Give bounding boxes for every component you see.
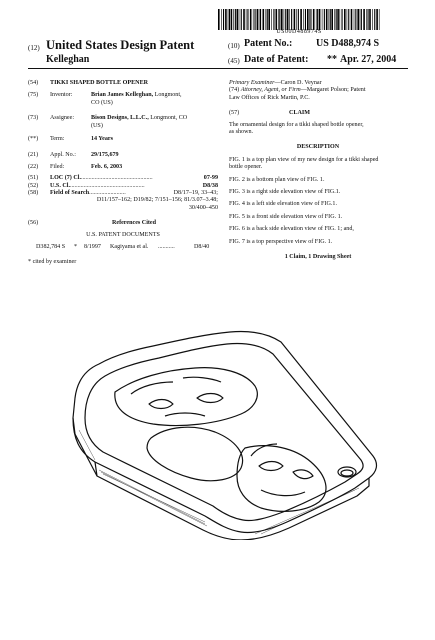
field-58-line2: D11/157–162; D19/82; 7/151–156; 81/3.07–… xyxy=(96,197,218,204)
cited-by-examiner: * cited by examiner xyxy=(28,258,77,265)
claim-heading-row: (57) CLAIM xyxy=(229,110,310,117)
figure-description: FIG. 7 is a top perspective view of FIG.… xyxy=(229,238,333,245)
field-22: (22) Filed: Feb. 6, 2003 xyxy=(28,163,123,170)
us-patent-documents: U.S. PATENT DOCUMENTS xyxy=(86,231,160,238)
attorney-line2: Law Offices of Rick Martin, P.C. xyxy=(229,94,310,101)
left-column: (54)TIKKI SHAPED BOTTLE OPENER (75) Inve… xyxy=(28,80,218,266)
figure-description: FIG. 4 is a left side elevation view of … xyxy=(229,201,337,208)
figure-description: FIG. 5 is a front side elevation view of… xyxy=(229,213,343,220)
right-column: Primary Examiner—Caron D. Veynar (74) At… xyxy=(229,80,407,262)
figure-description: FIG. 6 is a back side elevation view of … xyxy=(229,226,354,233)
claims-sheet-count: 1 Claim, 1 Drawing Sheet xyxy=(284,254,352,261)
bottle-opener-drawing xyxy=(72,330,378,540)
description-heading: DESCRIPTION xyxy=(296,144,340,151)
field-75: (75) Inventor: Brian James Kelleghan, Lo… xyxy=(28,92,182,106)
claim-text: The ornamental design for a tikki shaped… xyxy=(229,121,364,136)
date-stars: ** xyxy=(327,54,337,65)
field-56: (56) References Cited xyxy=(28,220,157,227)
header-rule xyxy=(28,68,408,69)
field-73: (73) Assignee: Bison Designs, L.L.C., Lo… xyxy=(28,115,188,129)
attorney: (74) Attorney, Agent, or Firm—Margaret P… xyxy=(229,87,366,94)
barcode-number: US00D488974S xyxy=(276,29,322,35)
figure-list: FIG. 1 is a top plan view of my new desi… xyxy=(229,157,407,246)
reference-row: D382,784 S * 8/1997 Kagiyama et al. ....… xyxy=(36,244,210,251)
code-12: (12) xyxy=(28,44,40,52)
primary-examiner: Primary Examiner—Caron D. Veynar xyxy=(229,80,322,86)
patent-type-title: United States Design Patent xyxy=(46,38,195,52)
patent-no-label: Patent No.: xyxy=(244,38,293,49)
code-10: (10) xyxy=(228,42,240,50)
barcode xyxy=(218,9,380,30)
field-term: (**) Term: 14 Years xyxy=(28,136,113,143)
figure-description: FIG. 2 is a bottom plan view of FIG. 1. xyxy=(229,176,325,183)
figure-description: FIG. 1 is a top plan view of my new desi… xyxy=(229,156,379,171)
date-label: Date of Patent: xyxy=(244,54,309,65)
field-52: (52) U.S. Cl. ..........................… xyxy=(28,182,218,189)
figure-description: FIG. 3 is a right side elevation view of… xyxy=(229,189,341,196)
code-45: (45) xyxy=(228,57,240,65)
field-58: (58) Field of Search ...................… xyxy=(28,190,218,197)
date-of-patent: Apr. 27, 2004 xyxy=(340,54,397,65)
field-54: (54)TIKKI SHAPED BOTTLE OPENER xyxy=(28,80,149,86)
inventor-surname: Kelleghan xyxy=(46,54,90,65)
patent-number: US D488,974 S xyxy=(316,38,380,49)
field-58-line3: 30/400–450 xyxy=(188,204,218,211)
field-51: (51) LOC (7) Cl. .......................… xyxy=(28,175,218,182)
field-21: (21) Appl. No.: 29/175,679 xyxy=(28,152,119,159)
